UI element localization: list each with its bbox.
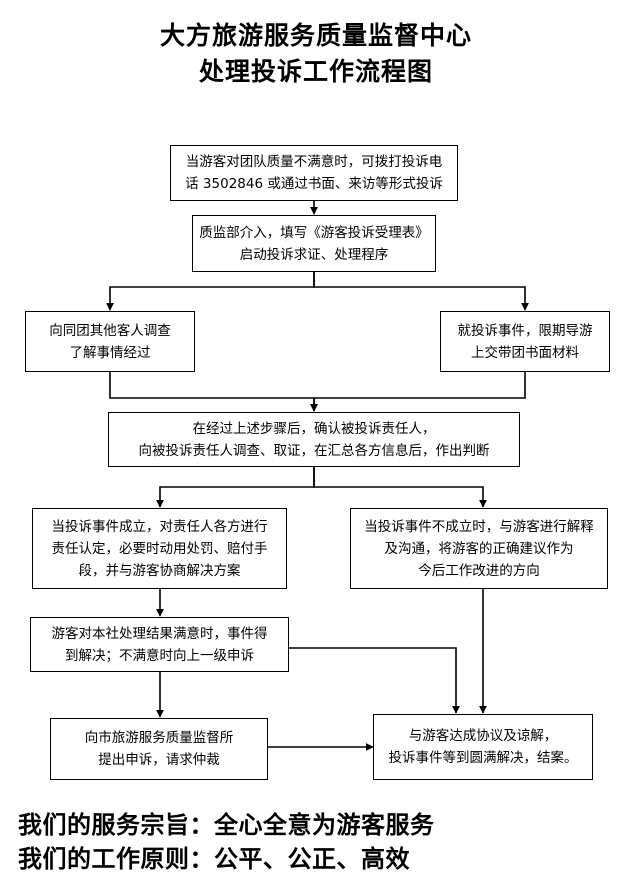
- flow-node-n8-text: 游客对本社处理结果满意时，事件得 到解决；不满意时向上一级申诉: [51, 625, 268, 664]
- flow-node-n8[interactable]: 游客对本社处理结果满意时，事件得 到解决；不满意时向上一级申诉: [30, 617, 289, 672]
- edge-n8-n10: [289, 647, 460, 714]
- flow-node-n4[interactable]: 就投诉事件，限期导游 上交带团书面材料: [440, 311, 610, 372]
- flow-node-n1[interactable]: 当游客对团队质量不满意时，可拨打投诉电 话 3502846 或通过书面、来访等形…: [170, 145, 458, 201]
- flow-node-n1-text: 当游客对团队质量不满意时，可拨打投诉电 话 3502846 或通过书面、来访等形…: [185, 154, 443, 192]
- edge-n2-n3: [106, 272, 315, 311]
- flow-node-n3[interactable]: 向同团其他客人调查 了解事情经过: [25, 311, 195, 372]
- flow-node-n10[interactable]: 与游客达成协议及谅解， 投诉事件等到圆满解决，结案。: [373, 714, 593, 780]
- flow-node-n4-text: 就投诉事件，限期导游 上交带团书面材料: [457, 322, 593, 361]
- title-line-2: 处理投诉工作流程图: [198, 57, 433, 86]
- flow-node-n6[interactable]: 当投诉事件成立，对责任人各方进行 责任认定，必要时动用处罚、赔付手 段，并与游客…: [32, 508, 287, 589]
- flow-node-n5[interactable]: 在经过上述步骤后，确认被投诉责任人， 向被投诉责任人调查、取证，在汇总各方信息后…: [108, 412, 520, 467]
- title-line-1: 大方旅游服务质量监督中心: [159, 21, 472, 50]
- footer-slogans: 我们的服务宗旨：全心全意为游客服务 我们的工作原则：公平、公正、高效: [18, 808, 618, 876]
- flow-node-n3-text: 向同团其他客人调查 了解事情经过: [49, 322, 171, 361]
- flow-node-n7[interactable]: 当投诉事件不成立时，与游客进行解释 及沟通，将游客的正确建议作为 今后工作改进的…: [350, 508, 608, 589]
- edge-n3-n5: [109, 372, 318, 412]
- flow-node-n9[interactable]: 向市旅游服务质量监督所 提出申诉，请求仲裁: [50, 718, 268, 780]
- edge-n5-n7: [313, 467, 487, 508]
- flow-node-n10-text: 与游客达成协议及谅解， 投诉事件等到圆满解决，结案。: [388, 728, 578, 766]
- flow-node-n5-text: 在经过上述步骤后，确认被投诉责任人， 向被投诉责任人调查、取证，在汇总各方信息后…: [138, 420, 490, 459]
- flow-node-n6-text: 当投诉事件成立，对责任人各方进行 责任认定，必要时动用处罚、赔付手 段，并与游客…: [51, 518, 268, 579]
- page-title: 大方旅游服务质量监督中心 处理投诉工作流程图: [0, 18, 632, 90]
- footer-line-2: 我们的工作原则：公平、公正、高效: [18, 845, 410, 873]
- edge-n4-n5: [310, 372, 526, 412]
- flow-node-n7-text: 当投诉事件不成立时，与游客进行解释 及沟通，将游客的正确建议作为 今后工作改进的…: [364, 518, 594, 579]
- footer-line-1: 我们的服务宗旨：全心全意为游客服务: [18, 811, 435, 839]
- flow-node-n9-text: 向市旅游服务质量监督所 提出申诉，请求仲裁: [84, 730, 234, 768]
- edge-n5-n6: [156, 467, 315, 508]
- edge-n2-n4: [313, 272, 529, 311]
- flow-node-n2[interactable]: 质监部介入，填写《游客投诉受理表》 启动投诉求证、处理程序: [192, 215, 436, 272]
- flow-node-n2-text: 质监部介入，填写《游客投诉受理表》 启动投诉求证、处理程序: [199, 224, 429, 263]
